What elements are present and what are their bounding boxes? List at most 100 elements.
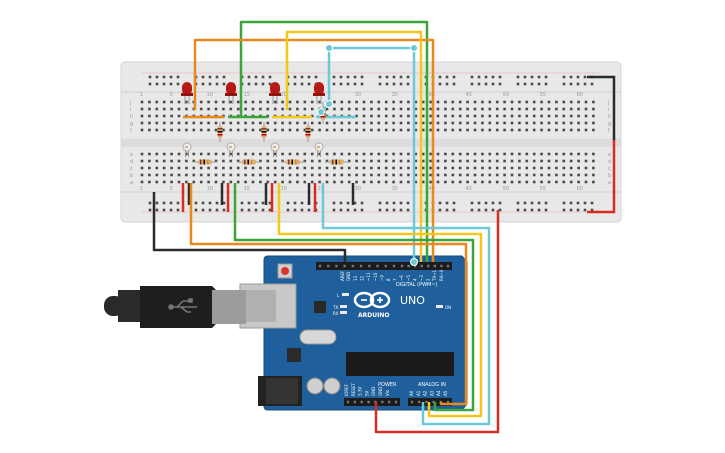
breadboard-hole[interactable]	[185, 152, 188, 156]
breadboard-hole[interactable]	[332, 201, 336, 205]
breadboard-hole[interactable]	[347, 128, 351, 132]
breadboard-hole[interactable]	[148, 100, 151, 104]
breadboard-hole[interactable]	[155, 75, 159, 79]
breadboard-hole[interactable]	[576, 201, 580, 205]
breadboard-hole[interactable]	[169, 201, 173, 205]
breadboard-hole[interactable]	[140, 180, 144, 184]
breadboard-hole[interactable]	[392, 100, 395, 104]
breadboard-hole[interactable]	[162, 159, 166, 163]
breadboard-hole[interactable]	[293, 75, 297, 79]
breadboard-hole[interactable]	[207, 180, 210, 184]
breadboard-hole[interactable]	[310, 152, 314, 156]
breadboard-hole[interactable]	[452, 201, 456, 205]
breadboard-hole[interactable]	[562, 208, 566, 212]
breadboard-hole[interactable]	[577, 173, 580, 177]
breadboard-hole[interactable]	[518, 114, 521, 118]
breadboard-hole[interactable]	[333, 173, 336, 177]
breadboard-hole[interactable]	[414, 128, 418, 132]
breadboard-hole[interactable]	[176, 201, 180, 205]
breadboard-hole[interactable]	[518, 159, 521, 163]
breadboard-hole[interactable]	[569, 180, 573, 184]
breadboard-hole[interactable]	[169, 82, 173, 86]
breadboard-hole[interactable]	[477, 75, 481, 79]
breadboard-hole[interactable]	[532, 121, 536, 125]
breadboard-hole[interactable]	[148, 201, 152, 205]
breadboard-hole[interactable]	[362, 152, 366, 156]
breadboard-hole[interactable]	[303, 166, 307, 170]
breadboard-hole[interactable]	[247, 75, 251, 79]
breadboard-hole[interactable]	[170, 173, 173, 177]
breadboard-hole[interactable]	[273, 173, 277, 177]
breadboard-hole[interactable]	[445, 201, 449, 205]
breadboard-hole[interactable]	[562, 128, 566, 132]
breadboard-hole[interactable]	[261, 82, 265, 86]
breadboard-hole[interactable]	[199, 121, 203, 125]
header-pin[interactable]	[381, 400, 384, 404]
breadboard-hole[interactable]	[208, 208, 212, 212]
breadboard-hole[interactable]	[162, 173, 166, 177]
breadboard-hole[interactable]	[377, 159, 381, 163]
breadboard-hole[interactable]	[473, 121, 477, 125]
breadboard-hole[interactable]	[222, 107, 225, 111]
breadboard-hole[interactable]	[451, 107, 455, 111]
breadboard-hole[interactable]	[259, 107, 262, 111]
breadboard-hole[interactable]	[392, 121, 395, 125]
breadboard-hole[interactable]	[477, 82, 481, 86]
breadboard-hole[interactable]	[590, 201, 594, 205]
breadboard-hole[interactable]	[155, 114, 159, 118]
breadboard-hole[interactable]	[355, 121, 358, 125]
breadboard-hole[interactable]	[296, 100, 299, 104]
breadboard-hole[interactable]	[392, 173, 395, 177]
breadboard-hole[interactable]	[355, 114, 358, 118]
breadboard-hole[interactable]	[484, 82, 488, 86]
breadboard-hole[interactable]	[347, 159, 351, 163]
breadboard-hole[interactable]	[414, 180, 418, 184]
breadboard-hole[interactable]	[310, 166, 314, 170]
breadboard-hole[interactable]	[192, 159, 196, 163]
breadboard-hole[interactable]	[273, 152, 277, 156]
breadboard-hole[interactable]	[378, 75, 382, 79]
breadboard-hole[interactable]	[303, 180, 307, 184]
breadboard-hole[interactable]	[577, 180, 580, 184]
breadboard-hole[interactable]	[525, 114, 529, 118]
breadboard-hole[interactable]	[222, 152, 225, 156]
breadboard-hole[interactable]	[451, 180, 455, 184]
breadboard-hole[interactable]	[562, 173, 566, 177]
breadboard-hole[interactable]	[484, 201, 488, 205]
breadboard-hole[interactable]	[355, 180, 358, 184]
breadboard-hole[interactable]	[537, 82, 541, 86]
breadboard-hole[interactable]	[296, 121, 299, 125]
breadboard-hole[interactable]	[577, 107, 580, 111]
breadboard-hole[interactable]	[544, 75, 548, 79]
breadboard-hole[interactable]	[392, 201, 396, 205]
breadboard-hole[interactable]	[185, 107, 188, 111]
breadboard-hole[interactable]	[532, 100, 536, 104]
breadboard-hole[interactable]	[307, 75, 311, 79]
breadboard-hole[interactable]	[340, 166, 344, 170]
breadboard-hole[interactable]	[466, 107, 469, 111]
breadboard-hole[interactable]	[185, 173, 188, 177]
breadboard-hole[interactable]	[584, 128, 588, 132]
breadboard-hole[interactable]	[353, 208, 357, 212]
breadboard-hole[interactable]	[310, 173, 314, 177]
breadboard-hole[interactable]	[355, 159, 358, 163]
breadboard-hole[interactable]	[436, 180, 440, 184]
breadboard-hole[interactable]	[318, 173, 321, 177]
breadboard-hole[interactable]	[273, 121, 277, 125]
header-pin[interactable]	[446, 264, 450, 268]
breadboard-hole[interactable]	[254, 75, 258, 79]
breadboard-hole[interactable]	[525, 107, 529, 111]
breadboard-hole[interactable]	[481, 114, 484, 118]
breadboard-hole[interactable]	[273, 107, 277, 111]
breadboard-hole[interactable]	[288, 107, 292, 111]
breadboard-hole[interactable]	[384, 152, 388, 156]
breadboard-hole[interactable]	[310, 121, 314, 125]
breadboard-hole[interactable]	[407, 107, 410, 111]
header-pin[interactable]	[413, 264, 417, 268]
breadboard-hole[interactable]	[251, 128, 255, 132]
breadboard-hole[interactable]	[251, 100, 255, 104]
breadboard-hole[interactable]	[540, 152, 543, 156]
breadboard-hole[interactable]	[525, 121, 529, 125]
breadboard-hole[interactable]	[281, 180, 284, 184]
breadboard-hole[interactable]	[377, 114, 381, 118]
